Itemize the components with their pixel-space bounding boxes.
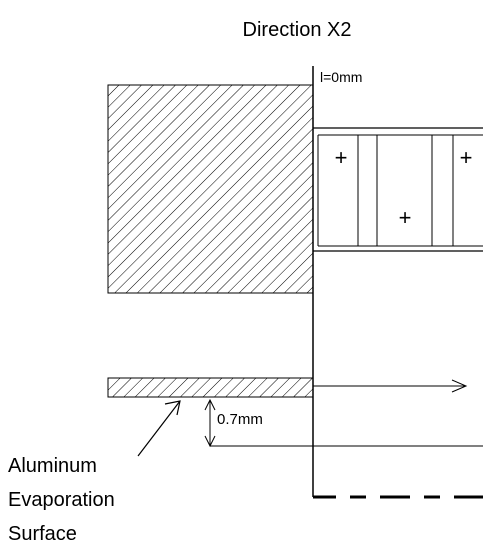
surface-label-line-2: Evaporation	[8, 489, 115, 511]
plus-sign-right: +	[460, 145, 473, 170]
gap-label: 0.7mm	[217, 411, 263, 428]
component-stack	[313, 127, 483, 252]
hatched-block	[107, 84, 314, 294]
gap-dimension	[204, 398, 483, 448]
plus-sign-center: +	[399, 205, 412, 230]
direction-arrow	[313, 379, 468, 393]
surface-label-line-1: Aluminum	[8, 455, 97, 477]
diagram-title: Direction X2	[243, 19, 352, 41]
plus-sign-left: +	[335, 145, 348, 170]
aluminum-strip	[107, 377, 314, 398]
surface-pointer-arrow	[137, 400, 181, 457]
start-position-label: l=0mm	[320, 69, 362, 85]
surface-label-line-3: Surface	[8, 523, 77, 545]
